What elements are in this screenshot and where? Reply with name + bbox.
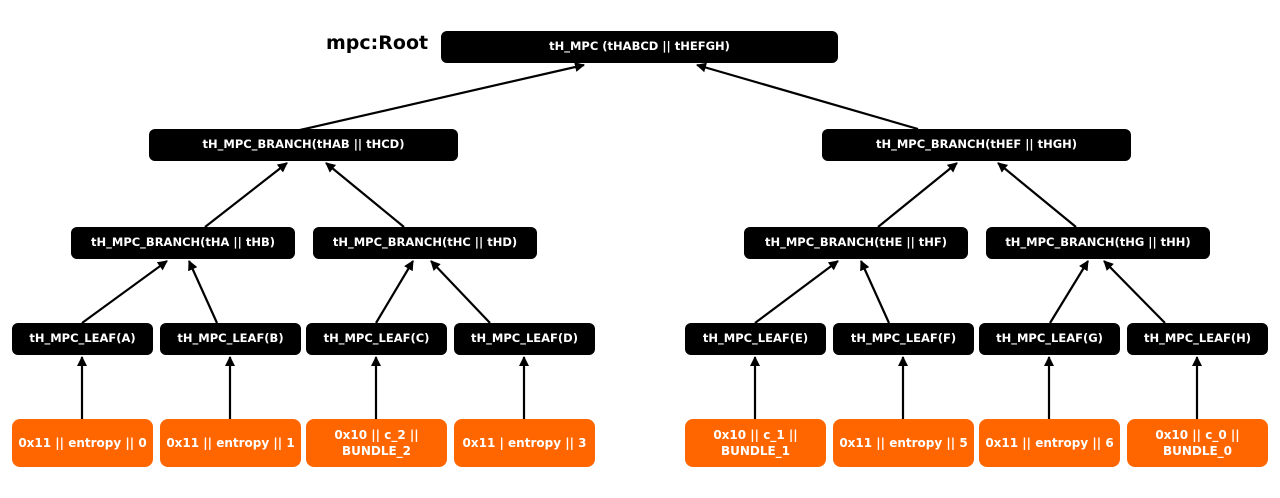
leaf-node-a: tH_MPC_LEAF(A) [12,323,153,355]
leaf-node-c: tH_MPC_LEAF(C) [306,323,447,355]
leaf-node-g: tH_MPC_LEAF(G) [979,323,1120,355]
arrow-leaf-d-to-cd [430,260,491,324]
leaf-node-b: tH_MPC_LEAF(B) [160,323,301,355]
leaf-node-f: tH_MPC_LEAF(F) [833,323,974,355]
leaf-node-d: tH_MPC_LEAF(D) [454,323,595,355]
arrow-branch-right-to-root [696,62,919,131]
input-block-f: 0x11 || entropy || 5 [833,419,974,467]
input-block-a: 0x11 || entropy || 0 [12,419,153,467]
arrow-leaf-g-to-gh [1049,260,1089,324]
input-block-e: 0x10 || c_1 || BUNDLE_1 [685,419,826,467]
root-label: mpc:Root [326,32,429,54]
arrow-leaf-f-to-ef [859,260,891,324]
branch-node-ef-gh: tH_MPC_BRANCH(tHEF || tHGH) [822,129,1131,161]
leaf-node-h: tH_MPC_LEAF(H) [1127,323,1268,355]
arrow-cd-to-left-branch [325,162,405,228]
leaf-node-e: tH_MPC_LEAF(E) [685,323,826,355]
arrow-leaf-a-to-ab [81,260,168,324]
arrow-branch-left-to-root [299,62,585,132]
input-block-c: 0x10 || c_2 || BUNDLE_2 [306,419,447,467]
root-node: tH_MPC (tHABCD || tHEFGH) [441,31,838,63]
input-block-b: 0x11 || entropy || 1 [160,419,301,467]
arrow-leaf-b-to-ab [187,260,219,324]
branch-node-ab-cd: tH_MPC_BRANCH(tHAB || tHCD) [149,129,458,161]
branch-node-cd: tH_MPC_BRANCH(tHC || tHD) [313,227,537,259]
arrow-ef-to-right-branch [877,162,958,228]
arrow-ab-to-left-branch [204,162,288,228]
branch-node-ef: tH_MPC_BRANCH(tHE || tHF) [744,227,968,259]
arrow-leaf-c-to-cd [375,260,414,324]
input-block-d: 0x11 | entropy || 3 [454,419,595,467]
input-block-h: 0x10 || c_0 || BUNDLE_0 [1127,419,1268,467]
branch-node-gh: tH_MPC_BRANCH(tHG || tHH) [986,227,1210,259]
arrow-leaf-h-to-gh [1103,260,1166,324]
branch-node-ab: tH_MPC_BRANCH(tHA || tHB) [71,227,295,259]
input-block-g: 0x11 || entropy || 6 [979,419,1120,467]
arrow-leaf-e-to-ef [754,260,839,324]
arrow-gh-to-right-branch [997,162,1077,228]
